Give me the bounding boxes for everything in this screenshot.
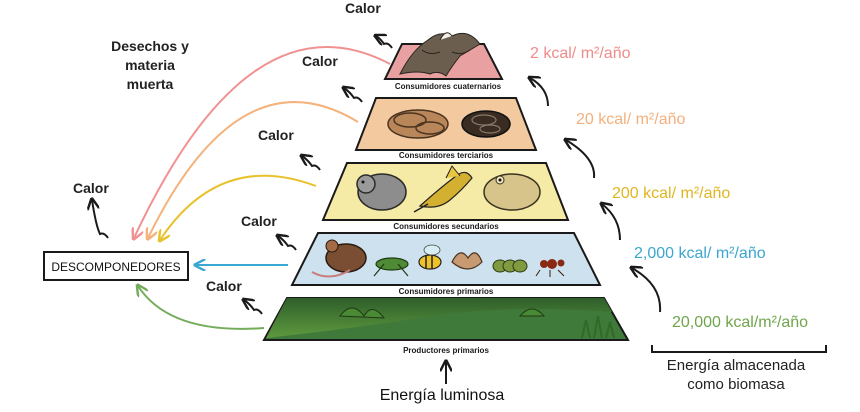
heat-squiggle-primary-consumers xyxy=(278,236,297,251)
light-energy-label: Energía luminosa xyxy=(380,387,505,404)
waste-label-line3: muerta xyxy=(127,76,174,92)
heat-squiggle-secondary xyxy=(302,156,321,171)
waste-label-line2: materia xyxy=(125,57,175,73)
caterpillar-icon xyxy=(492,259,528,273)
decomposers-box: DESCOMPONEDORES xyxy=(43,251,189,281)
light-energy-input: Energía luminosa xyxy=(380,362,505,404)
energy-label-quaternary: 2 kcal/ m²/año xyxy=(530,45,631,62)
snake-icon xyxy=(387,109,511,139)
biomass-bracket xyxy=(651,345,827,353)
energy-flow-column: 2 kcal/ m²/año 20 kcal/ m²/año 200 kcal/… xyxy=(530,45,827,393)
bush-icon-small xyxy=(518,308,546,317)
mouse-icon xyxy=(311,239,367,278)
pyramid-tier-primary-consumers: Consumidores primarios xyxy=(290,232,602,296)
flow-arrow-secondary xyxy=(160,174,317,240)
stored-energy-label-line2: como biomasa xyxy=(687,376,785,393)
stored-energy-label-line1: Energía almacenada xyxy=(667,357,806,374)
grass-icon xyxy=(581,315,615,339)
energy-up-arrow-3 xyxy=(602,204,621,241)
heat-squiggle-tertiary xyxy=(344,88,363,103)
waste-label-line1: Desechos y xyxy=(111,38,189,54)
pyramid-tier-secondary: Consumidores secundarios xyxy=(321,162,570,231)
tier-label-tertiary: Consumidores terciarios xyxy=(399,151,494,160)
energy-label-tertiary: 20 kcal/ m²/año xyxy=(576,111,685,128)
heat-label-tertiary: Calor xyxy=(302,53,338,69)
tier-primary-consumers-band xyxy=(290,232,602,286)
heat-label-producers: Calor xyxy=(206,278,242,294)
heat-label-primary-consumers: Calor xyxy=(241,213,277,229)
toad-icon xyxy=(483,173,541,211)
tier-label-producers: Productores primarios xyxy=(403,346,489,355)
heat-losses: Calor Calor Calor Calor Calor Calor xyxy=(73,0,393,315)
tier-label-quaternary: Consumidores cuaternarios xyxy=(395,82,502,91)
pyramid-tier-producers: Productores primarios xyxy=(262,297,630,355)
energy-up-arrow-1 xyxy=(530,78,549,107)
energy-up-arrow-2 xyxy=(566,140,596,179)
ant-icon xyxy=(535,259,565,277)
tier-label-secondary: Consumidores secundarios xyxy=(393,222,499,231)
flow-arrow-producers xyxy=(138,286,265,330)
decomposers-frame xyxy=(43,251,189,281)
bird-icon xyxy=(413,165,473,213)
heat-label-secondary: Calor xyxy=(258,127,294,143)
decomposer-flows xyxy=(134,46,391,330)
heat-label-decomposers: Calor xyxy=(73,180,109,196)
flow-arrow-tertiary xyxy=(148,101,359,238)
rodent-icon xyxy=(356,173,407,211)
energy-label-secondary: 200 kcal/ m²/año xyxy=(612,185,730,202)
grasshopper-icon xyxy=(373,257,409,277)
heat-squiggle-producers xyxy=(244,300,263,315)
flow-arrow-quaternary xyxy=(134,46,391,238)
tier-label-primary-consumers: Consumidores primarios xyxy=(399,287,494,296)
pyramid-tier-quaternary: Consumidores cuaternarios xyxy=(383,32,504,91)
bush-icon xyxy=(339,307,386,319)
bee-icon xyxy=(418,244,442,270)
energy-label-producers: 20,000 kcal/m²/año xyxy=(672,314,808,331)
eagle-icon xyxy=(399,32,481,77)
energy-label-primary-consumers: 2,000 kcal/ m²/año xyxy=(634,245,766,262)
energy-up-arrow-4 xyxy=(632,268,662,313)
decomposers-label: DESCOMPONEDORES xyxy=(51,260,180,274)
waste-label: Desechos y materia muerta xyxy=(111,38,189,92)
moth-icon xyxy=(451,252,483,270)
heat-squiggle-decomposers xyxy=(92,200,109,239)
heat-squiggle-quaternary xyxy=(376,36,393,49)
heat-label-quaternary: Calor xyxy=(345,0,381,16)
pyramid-tier-tertiary: Consumidores terciarios xyxy=(354,97,538,160)
